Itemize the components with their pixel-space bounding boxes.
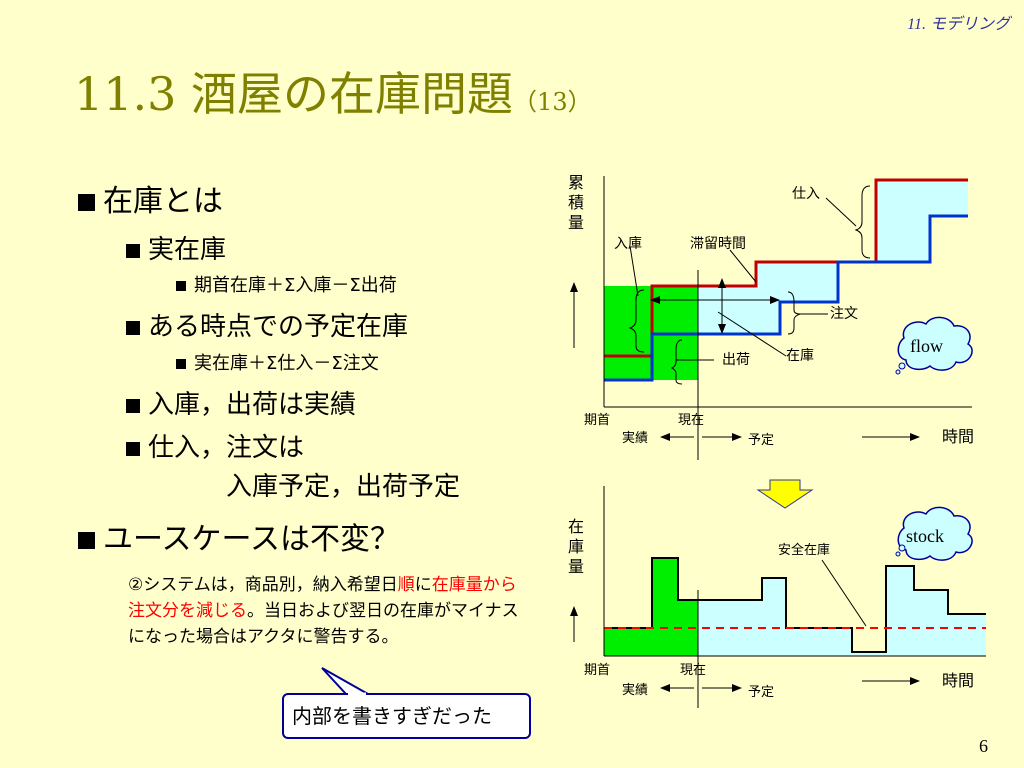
callout-text: 内部を書きすぎだった (292, 704, 492, 728)
bullet-text: 仕入，注文は (148, 433, 305, 463)
bullet-square-icon (126, 399, 140, 413)
left-arrow-icon (650, 296, 660, 304)
note-highlight: 順 (397, 575, 415, 595)
chapter-tag: 11. モデリング (907, 16, 1010, 33)
slide-title-suffix: （13） (513, 88, 592, 116)
label-kishu: 期首 (584, 663, 610, 678)
left-arrow-icon (660, 433, 670, 441)
label-jikan: 時間 (942, 671, 974, 690)
bullet-square-icon (126, 442, 140, 456)
bottom-ylabel-1: 在 (568, 517, 584, 536)
label-zaiko: 在庫 (786, 347, 814, 364)
bullet-square-icon (176, 359, 186, 369)
label-jisseki: 実績 (622, 682, 648, 698)
note-highlight: 在庫量から注文分を減じる (128, 575, 517, 621)
callout-box (282, 693, 531, 739)
label-anzen: 安全在庫 (778, 542, 830, 558)
label-shiire: 仕入 (792, 186, 820, 202)
bullet-text: 期首在庫＋Σ入庫－Σ出荷 (194, 275, 397, 296)
label-jisseki: 実績 (622, 430, 648, 446)
label-yotei: 予定 (748, 685, 774, 700)
note-part: 。当日および翌日の在庫がマイナスになった場合はアクタに警告する。 (128, 601, 519, 647)
bottom-actual-spike (652, 558, 678, 628)
stock-cloud-shape (897, 506, 973, 561)
slide-title: 11.3 酒屋の在庫問題（13） (74, 58, 592, 124)
label-taigai: 滞留時間 (690, 236, 746, 252)
down-arrow-icon (718, 324, 726, 334)
top-ylabel-3: 量 (568, 213, 584, 232)
label-genzai: 現在 (678, 413, 704, 428)
top-ylabel-1: 累 (568, 173, 584, 192)
label-yotei: 予定 (748, 433, 774, 448)
up-arrow-icon (570, 282, 578, 292)
label-nyuko: 入庫 (614, 235, 642, 252)
label-jikan: 時間 (942, 427, 974, 446)
bullet-square-icon (176, 281, 186, 291)
label-chumon: 注文 (830, 306, 858, 322)
bottom-dip-area (852, 628, 886, 652)
bullet-square-icon (126, 244, 140, 258)
bullet-shiire-chumon-cont: 入庫予定，出荷予定 (226, 472, 461, 502)
top-ylabel-2: 積 (568, 193, 584, 212)
bullet-text: ある時点での予定在庫 (148, 312, 409, 342)
right-arrow-icon (732, 433, 742, 441)
bullet-text: 実在庫＋Σ仕入－Σ注文 (194, 353, 379, 374)
flow-cloud-shape (897, 316, 973, 371)
page-number: 6 (979, 736, 988, 756)
nyuko-brace (628, 289, 645, 353)
bottom-plan-base (698, 628, 986, 656)
bottom-plan-area-1 (698, 578, 786, 628)
bullet-text: 在庫とは (103, 184, 223, 219)
bottom-plan-area-2 (886, 566, 986, 628)
bullet-usecase: ユースケースは不変？ (78, 514, 400, 558)
time-arrow-icon (910, 433, 920, 441)
bullet-nyuko-shukka: 入庫，出荷は実績 (126, 384, 356, 421)
bullet-square-icon (78, 194, 95, 211)
flow-cloud-text: flow (910, 336, 943, 356)
bullet-yotei-zaiko-formula: 実在庫＋Σ仕入－Σ注文 (176, 349, 379, 375)
bottom-ylabel-2: 庫 (568, 537, 584, 556)
up-arrow-icon (718, 278, 726, 288)
bullet-text: ユースケースは不変？ (103, 522, 400, 557)
right-arrow-icon (770, 296, 780, 304)
cumulative-out-line (604, 214, 968, 382)
bullet-text: 実在庫 (148, 235, 227, 265)
shukka-brace (670, 339, 683, 385)
bullet-shiire-chumon: 仕入，注文は (126, 427, 304, 464)
bullet-zaiko-towa: 在庫とは (78, 176, 223, 220)
time-arrow-icon (910, 677, 920, 685)
up-arrow-icon (570, 606, 578, 616)
stock-cloud-text: stock (906, 526, 944, 546)
shiire-brace (854, 185, 871, 259)
requirement-note: ②システムは，商品別，納入希望日順に在庫量から注文分を減じる。当日および翌日の在… (128, 572, 523, 650)
slide-title-main: 11.3 酒屋の在庫問題 (74, 67, 514, 121)
right-arrow-icon (732, 684, 742, 692)
bullet-square-icon (126, 321, 140, 335)
note-part: ②システムは，商品別，納入希望日 (128, 575, 398, 595)
bullet-yotei-zaiko: ある時点での予定在庫 (126, 306, 408, 343)
bottom-actual-area (604, 628, 698, 656)
left-arrow-icon (660, 684, 670, 692)
bottom-ylabel-3: 量 (568, 557, 584, 576)
top-plan-area (698, 180, 968, 334)
bullet-square-icon (78, 532, 95, 549)
bullet-jitsu-zaiko: 実在庫 (126, 229, 226, 266)
label-kishu: 期首 (584, 413, 610, 428)
bullet-text: 入庫，出荷は実績 (148, 390, 357, 420)
bottom-actual-step (678, 600, 698, 628)
label-shukka: 出荷 (722, 352, 750, 368)
bullet-jitsu-zaiko-formula: 期首在庫＋Σ入庫－Σ出荷 (176, 271, 397, 297)
label-genzai: 現在 (680, 663, 706, 678)
note-part: に (414, 575, 432, 595)
